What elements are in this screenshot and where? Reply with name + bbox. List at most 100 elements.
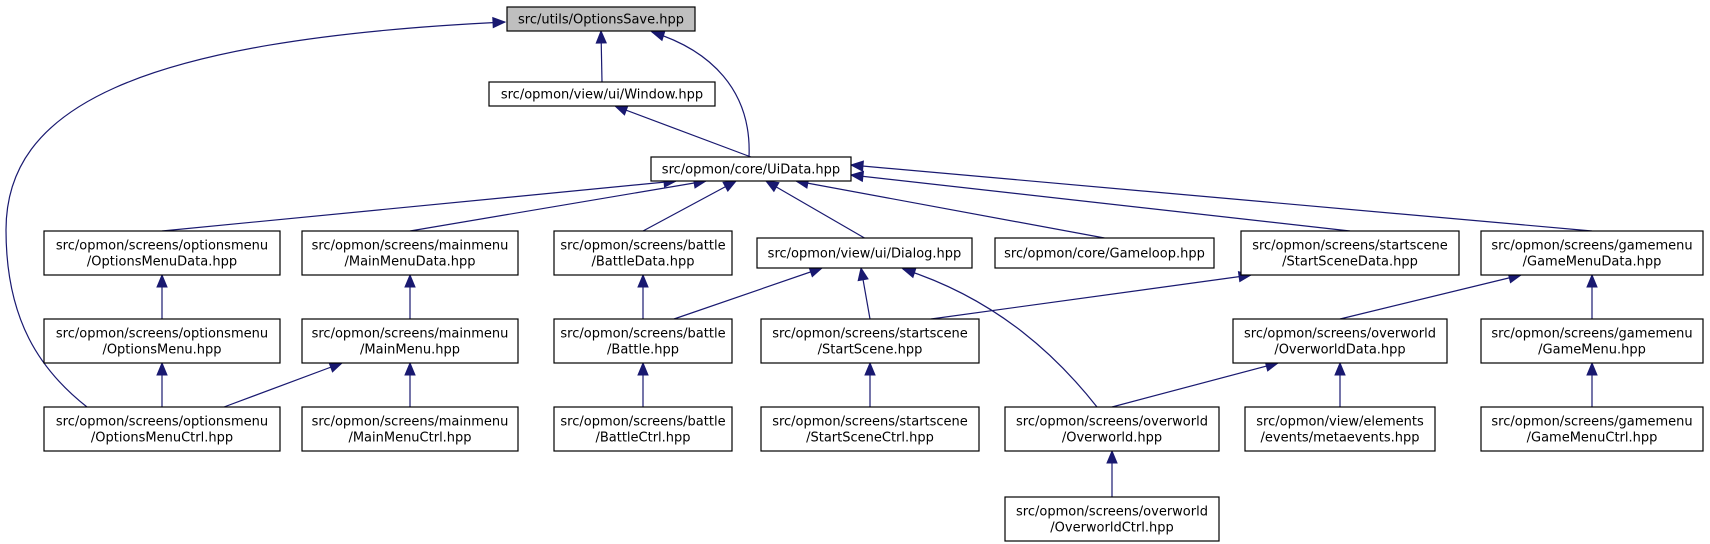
edge-line xyxy=(902,268,1098,408)
node-label: /GameMenu.hpp xyxy=(1538,343,1646,358)
node-gameloop[interactable]: src/opmon/core/Gameloop.hpp xyxy=(994,237,1215,269)
edges-layer xyxy=(5,16,1598,497)
node-box xyxy=(1480,406,1704,452)
arrowhead-icon xyxy=(613,105,629,116)
node-label: /OptionsMenu.hpp xyxy=(102,343,221,358)
edge-line xyxy=(5,21,506,408)
arrowhead-icon xyxy=(864,361,876,376)
node-label: /Battle.hpp xyxy=(607,343,679,358)
node-box xyxy=(650,156,852,182)
arrowhead-icon xyxy=(637,273,649,288)
node-label: /StartSceneData.hpp xyxy=(1282,255,1418,270)
nodes-layer: src/utils/OptionsSave.hpp src/opmon/view/… xyxy=(43,6,1704,542)
node-overworld[interactable]: src/opmon/screens/overworld/Overworld.hp… xyxy=(1004,406,1220,452)
node-battledata[interactable]: src/opmon/screens/battle/BattleData.hpp xyxy=(553,230,733,276)
node-label: src/opmon/screens/startscene xyxy=(772,327,968,342)
node-label: /Overworld.hpp xyxy=(1062,431,1162,446)
edge-line xyxy=(850,164,1593,232)
node-dialog[interactable]: src/opmon/view/ui/Dialog.hpp xyxy=(756,237,973,269)
node-label: src/opmon/screens/battle xyxy=(560,239,725,254)
node-mainmenuctrl[interactable]: src/opmon/screens/mainmenu/MainMenuCtrl.… xyxy=(301,406,519,452)
node-metaevents[interactable]: src/opmon/view/elements/events/metaevent… xyxy=(1244,406,1436,452)
edge-line xyxy=(614,105,752,158)
node-mainmenu[interactable]: src/opmon/screens/mainmenu/MainMenu.hpp xyxy=(301,318,519,364)
node-gamemenuctrl[interactable]: src/opmon/screens/gamemenu/GameMenuCtrl.… xyxy=(1480,406,1704,452)
node-uidata[interactable]: src/opmon/core/UiData.hpp xyxy=(650,156,852,182)
arrowhead-icon xyxy=(808,266,824,278)
node-label: /GameMenuCtrl.hpp xyxy=(1527,431,1658,446)
edge-startscenectrl-to-startscene xyxy=(864,361,876,407)
edge-optionsmenudata-to-uidata xyxy=(161,176,678,232)
node-label: src/opmon/view/elements xyxy=(1256,415,1424,430)
arrowhead-icon xyxy=(1334,361,1346,376)
edge-line xyxy=(409,180,707,232)
node-box xyxy=(1244,406,1436,452)
node-window[interactable]: src/opmon/view/ui/Window.hpp xyxy=(488,81,716,107)
node-label: src/opmon/screens/battle xyxy=(560,415,725,430)
edge-metaevents-to-overworlddata xyxy=(1334,361,1346,407)
node-box xyxy=(506,6,696,32)
node-label: /MainMenuData.hpp xyxy=(344,255,475,270)
edge-gameloop-to-uidata xyxy=(794,177,1105,239)
node-box xyxy=(756,237,973,269)
node-optionsmenudata[interactable]: src/opmon/screens/optionsmenu/OptionsMen… xyxy=(43,230,281,276)
node-label: src/opmon/view/ui/Window.hpp xyxy=(501,88,703,103)
node-label: /MainMenuCtrl.hpp xyxy=(348,431,471,446)
edge-optionsmenuctrl-to-optionssave xyxy=(5,16,507,408)
node-optionssave[interactable]: src/utils/OptionsSave.hpp xyxy=(506,6,696,32)
node-mainmenudata[interactable]: src/opmon/screens/mainmenu/MainMenuData.… xyxy=(301,230,519,276)
edge-line xyxy=(930,274,1252,320)
edge-line xyxy=(850,174,1351,232)
arrowhead-icon xyxy=(857,266,869,282)
arrowhead-icon xyxy=(492,16,507,29)
node-label: src/opmon/screens/overworld xyxy=(1016,415,1208,430)
node-startscene[interactable]: src/opmon/screens/startscene/StartScene.… xyxy=(760,318,980,364)
node-box xyxy=(1240,230,1460,276)
node-startscenedata[interactable]: src/opmon/screens/startscene/StartSceneD… xyxy=(1240,230,1460,276)
node-box xyxy=(553,406,733,452)
node-label: src/opmon/screens/optionsmenu xyxy=(56,239,268,254)
edge-mainmenu-to-mainmenudata xyxy=(404,273,416,319)
node-box xyxy=(301,318,519,364)
node-label: src/opmon/screens/mainmenu xyxy=(312,415,509,430)
arrowhead-icon xyxy=(328,361,344,373)
node-box xyxy=(760,318,980,364)
node-label: src/opmon/screens/gamemenu xyxy=(1491,415,1692,430)
node-box xyxy=(994,237,1215,269)
node-battlectrl[interactable]: src/opmon/screens/battle/BattleCtrl.hpp xyxy=(553,406,733,452)
node-label: /OverworldData.hpp xyxy=(1274,343,1405,358)
edge-line xyxy=(651,31,750,158)
node-battle[interactable]: src/opmon/screens/battle/Battle.hpp xyxy=(553,318,733,364)
node-label: src/opmon/screens/optionsmenu xyxy=(56,415,268,430)
edge-line xyxy=(223,362,343,408)
node-gamemenudata[interactable]: src/opmon/screens/gamemenu/GameMenuData.… xyxy=(1480,230,1704,276)
edge-battlectrl-to-battle xyxy=(637,361,649,407)
node-optionsmenuctrl[interactable]: src/opmon/screens/optionsmenu/OptionsMen… xyxy=(43,406,281,452)
edge-overworld-to-overworlddata xyxy=(1111,360,1280,408)
edge-gamemenuctrl-to-gamemenu xyxy=(1586,361,1598,407)
arrowhead-icon xyxy=(764,180,780,193)
node-label: /StartSceneCtrl.hpp xyxy=(806,431,934,446)
node-label: src/opmon/screens/battle xyxy=(560,327,725,342)
edge-line xyxy=(673,267,823,320)
edge-line xyxy=(642,180,737,232)
edge-uidata-to-window xyxy=(613,105,752,158)
node-label: /BattleData.hpp xyxy=(592,255,695,270)
node-optionsmenu[interactable]: src/opmon/screens/optionsmenu/OptionsMen… xyxy=(43,318,281,364)
arrowhead-icon xyxy=(849,170,865,183)
edge-line xyxy=(1111,362,1279,408)
node-box xyxy=(553,318,733,364)
arrowhead-icon xyxy=(404,361,416,376)
node-overworldctrl[interactable]: src/opmon/screens/overworld/OverworldCtr… xyxy=(1004,496,1220,542)
node-startscenectrl[interactable]: src/opmon/screens/startscene/StartSceneC… xyxy=(760,406,980,452)
edge-line xyxy=(795,180,1105,239)
node-box xyxy=(553,230,733,276)
node-gamemenu[interactable]: src/opmon/screens/gamemenu/GameMenu.hpp xyxy=(1480,318,1704,364)
node-label: src/opmon/screens/mainmenu xyxy=(312,327,509,342)
node-overworlddata[interactable]: src/opmon/screens/overworld/OverworldDat… xyxy=(1232,318,1448,364)
arrowhead-icon xyxy=(637,361,649,376)
arrowhead-icon xyxy=(595,29,607,44)
node-label: /OverworldCtrl.hpp xyxy=(1050,521,1173,536)
edge-startscenedata-to-uidata xyxy=(849,170,1351,232)
edge-overworlddata-to-gamemenudata xyxy=(1339,272,1523,320)
